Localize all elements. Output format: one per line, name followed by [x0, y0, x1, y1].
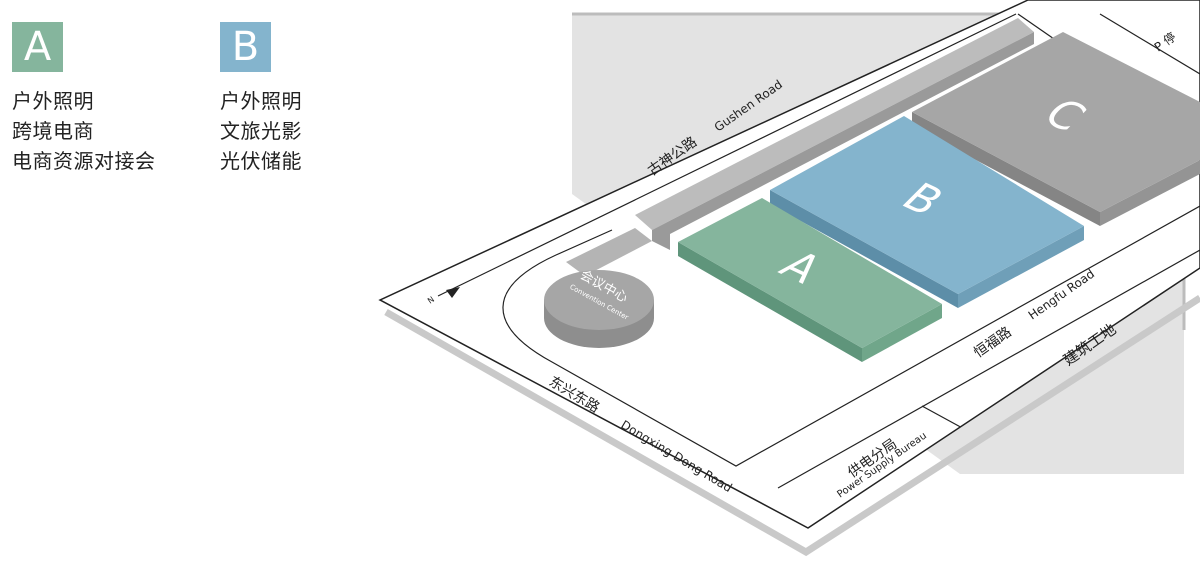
walkway: [635, 18, 1034, 230]
legend-a-item: 跨境电商: [12, 119, 94, 143]
convention-center-top: [544, 270, 654, 330]
hall-b-side: [770, 190, 958, 308]
legend-a-item: 户外照明: [12, 89, 94, 113]
legend-a: A 户外照明 跨境电商 电商资源对接会: [12, 22, 156, 176]
hall-c-side: [912, 112, 1100, 226]
legend-a-list: 户外照明 跨境电商 电商资源对接会: [12, 86, 156, 176]
walkway: [652, 32, 1034, 250]
legend-b-list: 户外照明 文旅光影 光伏储能: [220, 86, 302, 176]
hall-b-side: [958, 226, 1084, 308]
hall-a-side: [862, 304, 942, 362]
legend-b-item: 户外照明: [220, 89, 302, 113]
road-edge: [777, 249, 1200, 489]
north-arrow-icon: [446, 287, 460, 298]
plate-shadow: [384, 295, 1200, 557]
hall-a-top: [678, 198, 942, 348]
hall-c-side: [1100, 160, 1200, 226]
north-label: N: [426, 295, 436, 306]
legend-b-item: 文旅光影: [220, 119, 302, 143]
hall-b-top: [770, 116, 1084, 294]
legend-a-badge: A: [12, 22, 63, 72]
legend-a-item: 电商资源对接会: [12, 149, 156, 173]
walkway: [566, 228, 652, 276]
hall-c-top: [912, 32, 1200, 212]
legend-b-item: 光伏储能: [220, 149, 302, 173]
legend-b: B 户外照明 文旅光影 光伏储能: [220, 22, 302, 176]
hall-a-side: [678, 242, 862, 362]
legend-b-badge: B: [220, 22, 271, 72]
campus-loop: [502, 205, 1200, 467]
parking-edge: [1099, 13, 1200, 75]
road-edge: [437, 13, 1017, 297]
